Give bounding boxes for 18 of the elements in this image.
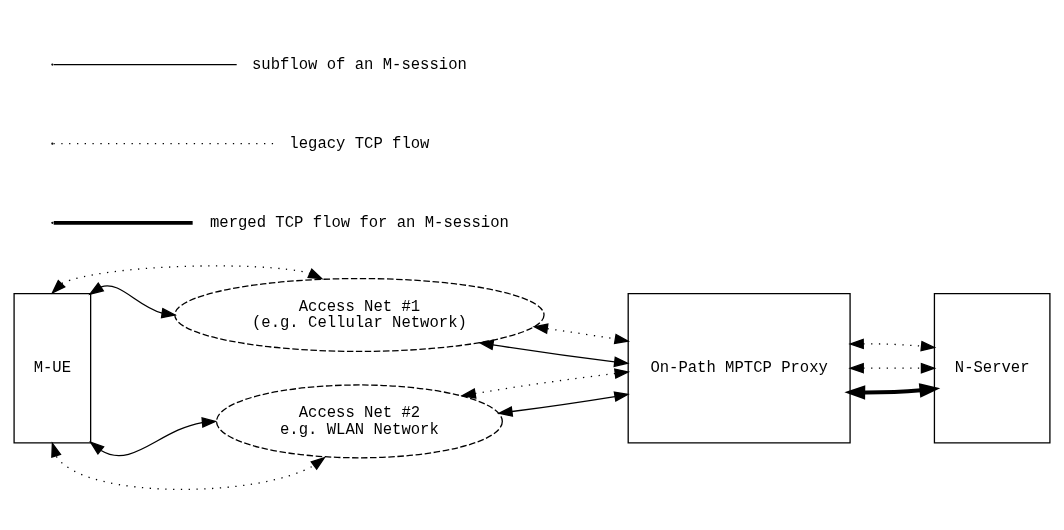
arrow xyxy=(532,322,631,344)
node-box: M-UE xyxy=(13,292,92,443)
arrow xyxy=(88,281,177,318)
arrow xyxy=(848,337,937,351)
legend-label: merged TCP flow for an M-session xyxy=(209,213,509,232)
arrow xyxy=(478,339,630,367)
arrow xyxy=(460,367,631,399)
node-box: N-Server xyxy=(933,292,1051,443)
arrow xyxy=(51,441,326,490)
legend-label: subflow of an M-session xyxy=(252,55,467,74)
arrow xyxy=(844,382,941,400)
arrow xyxy=(848,362,937,374)
arrow xyxy=(497,390,630,417)
arrow xyxy=(89,416,218,456)
arrow xyxy=(51,264,324,294)
node-ellipse: Access Net #2 e.g. WLAN Network xyxy=(215,383,503,458)
node-box: On-Path MPTCP Proxy xyxy=(627,292,851,443)
legend-label: legacy TCP flow xyxy=(289,134,430,153)
